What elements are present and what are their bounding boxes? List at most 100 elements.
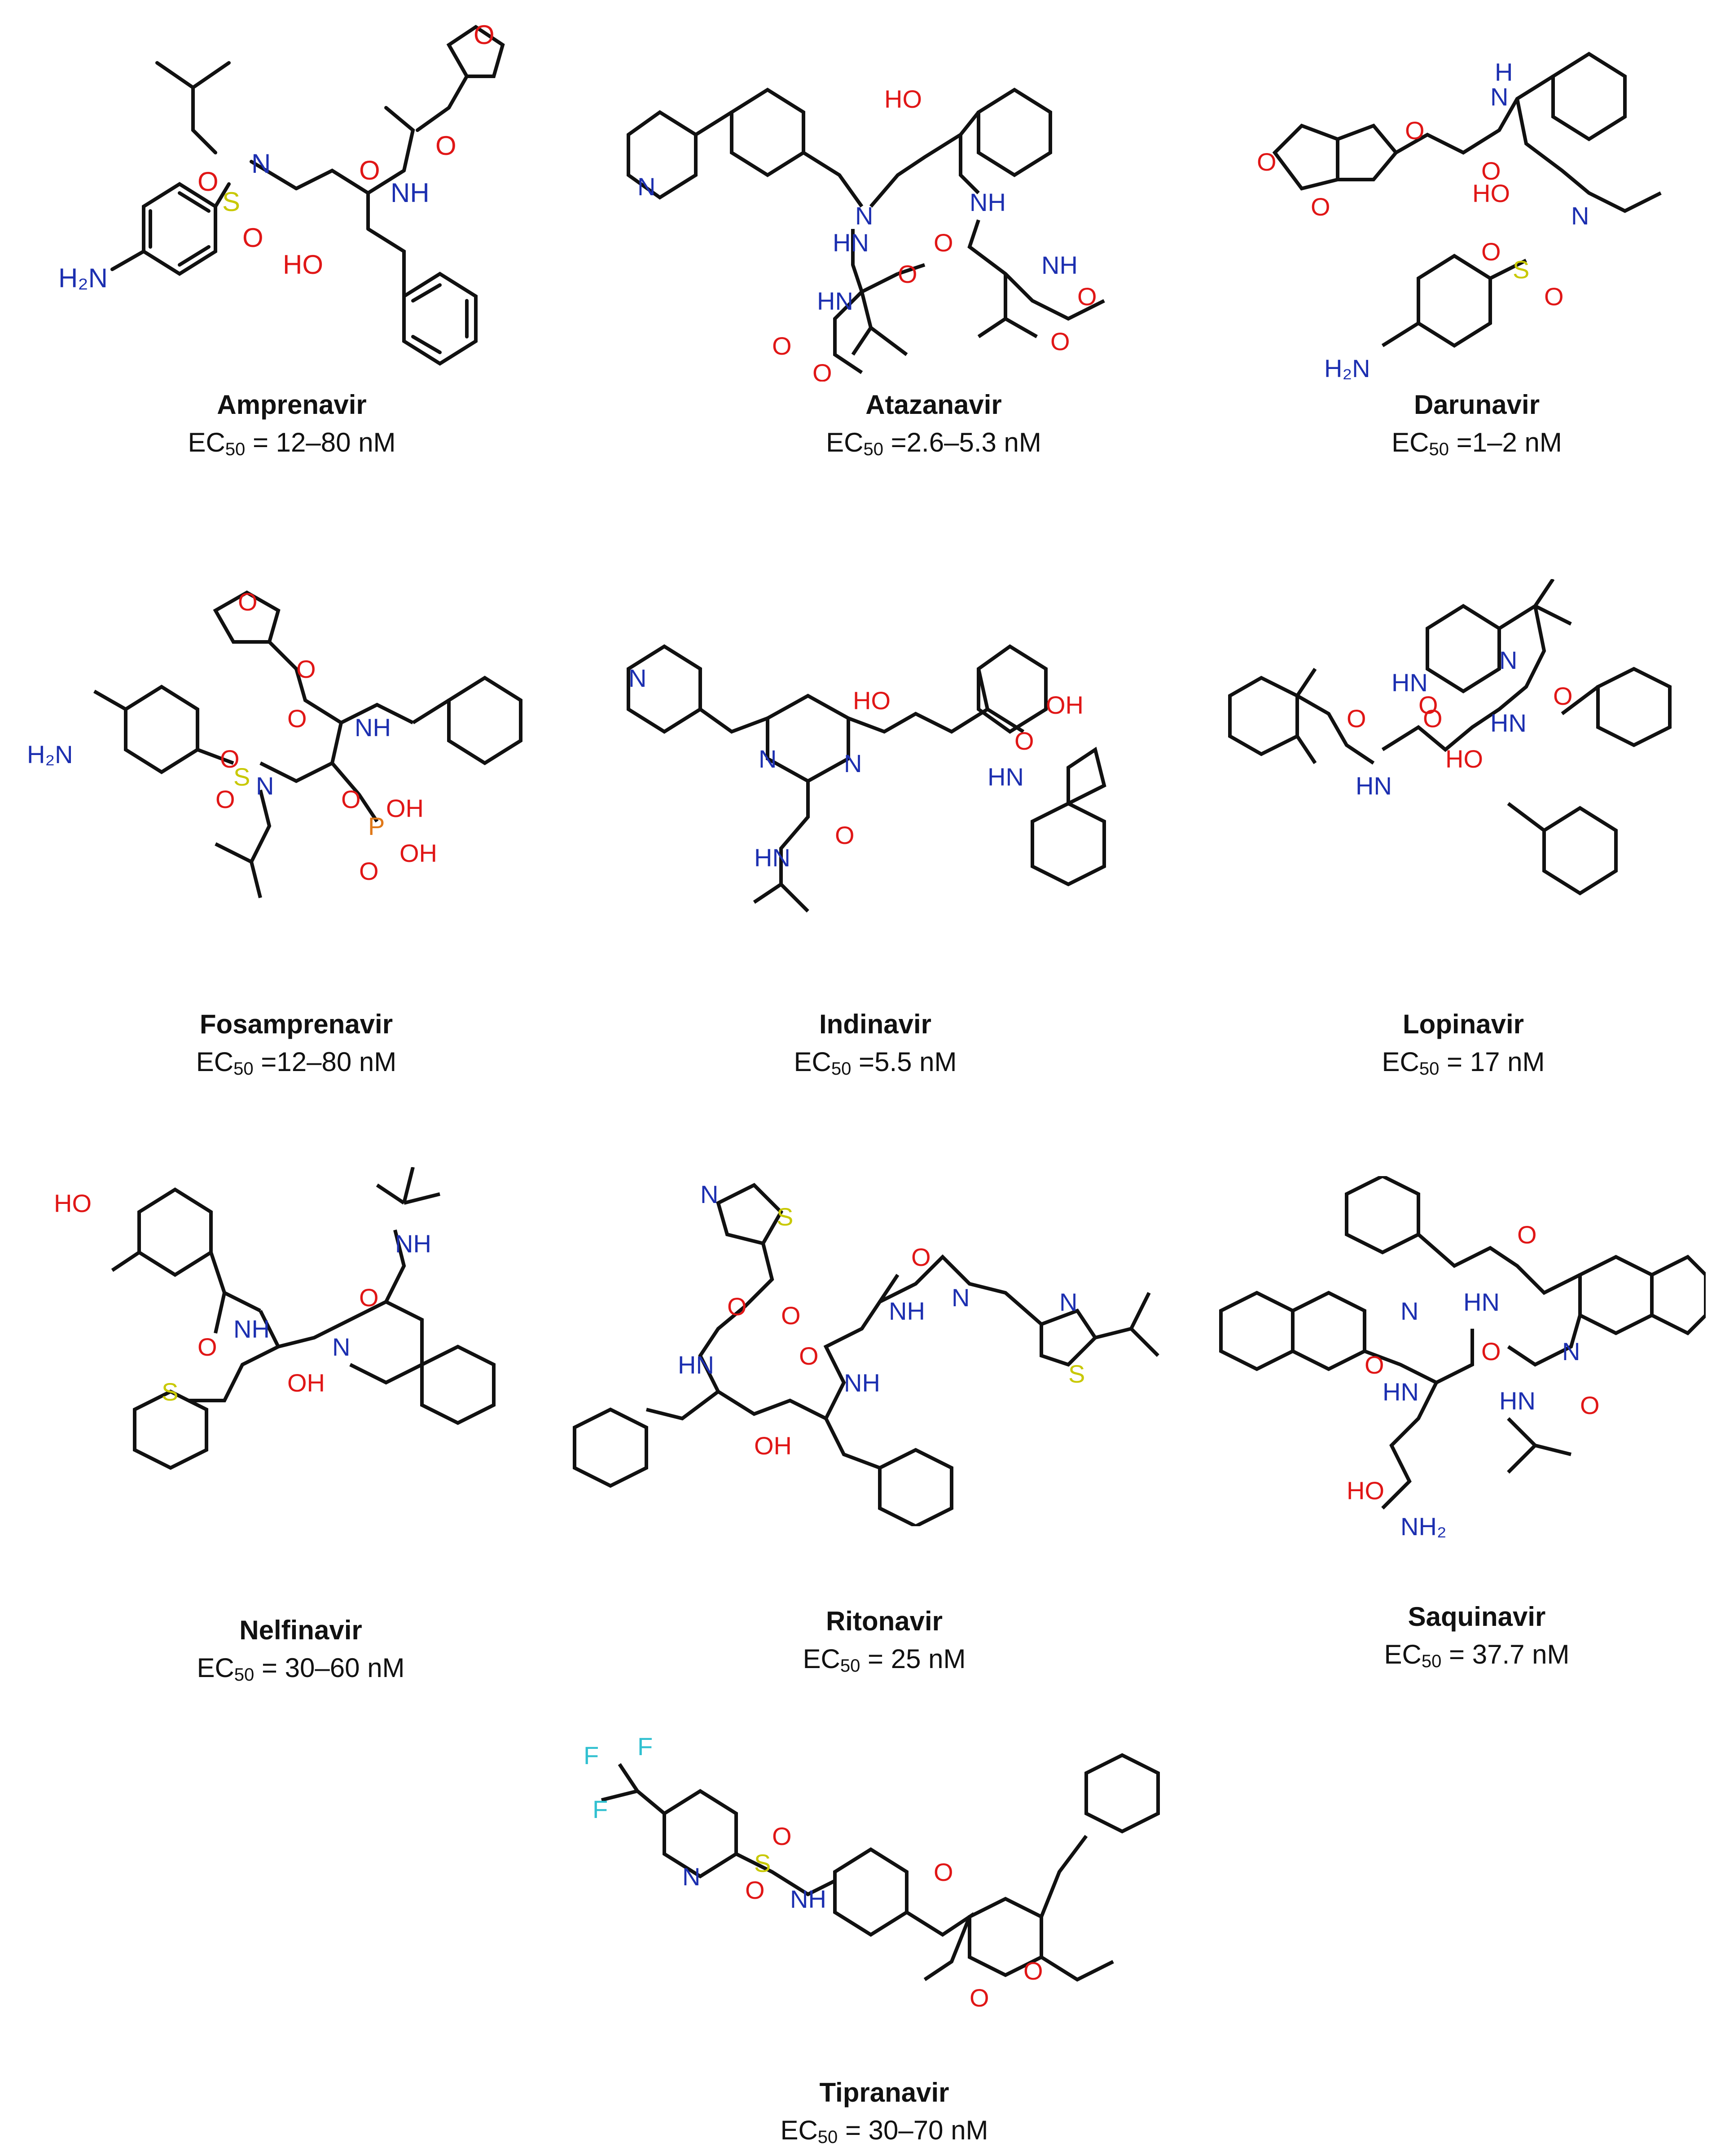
svg-text:O: O (745, 1876, 765, 1904)
svg-text:O: O (1257, 148, 1277, 176)
drug-name: Ritonavir (825, 1606, 943, 1636)
svg-text:P: P (368, 812, 385, 840)
svg-text:HN: HN (1383, 1378, 1419, 1406)
caption-ritonavir: Ritonavir EC50 = 25 nM (660, 1603, 1109, 1685)
drug-name: Atazanavir (865, 390, 1002, 420)
amprenavir-structure: N S O O HO NH O O O H₂N (45, 18, 539, 386)
svg-text:OH: OH (287, 1369, 325, 1397)
svg-text:NH: NH (970, 188, 1006, 216)
svg-text:O: O (1553, 682, 1573, 710)
caption-nelfinavir: Nelfinavir EC50 = 30–60 nM (76, 1612, 525, 1694)
svg-text:O: O (1580, 1391, 1600, 1419)
lopinavir-structure: O O HO HN HN O N HN O (1212, 579, 1706, 938)
ritonavir-structure: N S O O HN O NH O NH N N S OH (566, 1176, 1194, 1526)
svg-text:O: O (1050, 327, 1070, 356)
svg-text:HO: HO (884, 85, 922, 113)
svg-text:O: O (359, 857, 379, 885)
svg-text:O: O (287, 704, 307, 733)
svg-text:N: N (332, 1333, 350, 1361)
caption-tipranavir: Tipranavir EC50 = 30–70 nM (660, 2074, 1109, 2156)
svg-text:NH₂: NH₂ (1400, 1512, 1447, 1541)
svg-text:HN: HN (833, 228, 869, 257)
svg-text:O: O (1077, 282, 1097, 311)
svg-text:O: O (1544, 282, 1564, 311)
svg-text:H₂N: H₂N (58, 263, 108, 293)
svg-text:H₂N: H₂N (27, 740, 73, 768)
ec50-value: EC50 = 37.7 nM (1384, 1639, 1570, 1671)
svg-text:O: O (242, 223, 263, 253)
svg-text:N: N (1562, 1337, 1580, 1366)
svg-text:O: O (341, 785, 361, 813)
svg-text:O: O (359, 1283, 379, 1312)
caption-indinavir: Indinavir EC50 =5.5 nM (651, 1006, 1100, 1088)
svg-text:O: O (474, 20, 495, 50)
ec50-value: EC50 = 17 nM (1382, 1047, 1545, 1079)
tipranavir-structure: F F F N S O O NH O O O (584, 1737, 1167, 2060)
svg-text:O: O (1405, 116, 1425, 145)
svg-text:F: F (593, 1795, 608, 1823)
svg-text:O: O (727, 1292, 747, 1321)
drug-name: Nelfinavir (239, 1615, 362, 1645)
svg-text:O: O (970, 1984, 989, 2012)
svg-text:OH: OH (386, 794, 424, 822)
caption-amprenavir: Amprenavir EC50 = 12–80 nM (67, 386, 516, 468)
svg-text:O: O (835, 821, 855, 849)
svg-text:HN: HN (1490, 709, 1527, 737)
svg-text:N: N (251, 149, 271, 179)
svg-text:NH: NH (395, 1229, 431, 1258)
drug-name: Indinavir (819, 1009, 932, 1039)
ec50-value: EC50 =2.6–5.3 nM (826, 427, 1041, 459)
svg-text:N: N (1400, 1297, 1418, 1325)
svg-text:N: N (759, 745, 777, 773)
svg-text:N: N (256, 772, 274, 800)
svg-text:HO: HO (1347, 1476, 1384, 1505)
darunavir-structure: H N O O HO N S O O O O H₂N (1248, 27, 1697, 386)
svg-text:S: S (162, 1378, 178, 1406)
drug-name: Saquinavir (1408, 1602, 1546, 1632)
svg-text:O: O (1014, 727, 1034, 755)
svg-text:O: O (898, 260, 917, 288)
svg-text:H: H (1495, 58, 1513, 86)
svg-text:O: O (772, 1822, 792, 1850)
svg-text:F: F (637, 1737, 653, 1761)
ec50-value: EC50 = 30–70 nM (780, 2115, 988, 2147)
svg-text:HN: HN (678, 1351, 714, 1379)
svg-text:O: O (238, 588, 258, 616)
svg-text:NH: NH (355, 713, 391, 742)
svg-text:NH: NH (844, 1369, 880, 1397)
svg-text:N: N (628, 664, 646, 692)
svg-text:O: O (1517, 1221, 1537, 1249)
atazanavir-structure: N N HN HO NH O O HN O O NH O O (610, 40, 1149, 382)
svg-text:NH: NH (790, 1885, 826, 1913)
svg-text:N: N (1490, 83, 1508, 111)
svg-text:NH: NH (391, 178, 430, 208)
caption-fosamprenavir: Fosamprenavir EC50 =12–80 nM (72, 1006, 521, 1088)
svg-text:OH: OH (399, 839, 437, 867)
svg-text:S: S (777, 1203, 793, 1231)
ec50-value: EC50 = 25 nM (803, 1644, 966, 1676)
svg-text:O: O (220, 745, 240, 773)
svg-text:O: O (1365, 1351, 1384, 1379)
svg-text:HN: HN (1356, 772, 1392, 800)
svg-text:N: N (682, 1862, 700, 1891)
svg-text:NH: NH (233, 1315, 270, 1343)
svg-text:HN: HN (988, 763, 1024, 791)
caption-saquinavir: Saquinavir EC50 = 37.7 nM (1252, 1598, 1701, 1680)
svg-text:O: O (296, 655, 316, 683)
svg-text:O: O (1311, 193, 1330, 221)
caption-darunavir: Darunavir EC50 =1–2 nM (1252, 386, 1701, 468)
svg-text:OH: OH (1046, 691, 1084, 719)
ec50-value: EC50 =1–2 nM (1391, 427, 1562, 459)
svg-text:HN: HN (754, 843, 790, 872)
svg-text:O: O (198, 167, 219, 197)
svg-text:S: S (1068, 1360, 1085, 1388)
svg-text:O: O (198, 1333, 217, 1361)
svg-text:N: N (952, 1283, 970, 1312)
ec50-value: EC50 = 30–60 nM (197, 1653, 405, 1685)
svg-text:O: O (799, 1342, 819, 1370)
svg-text:O: O (1481, 237, 1501, 266)
svg-text:HO: HO (1472, 179, 1510, 207)
svg-text:N: N (855, 202, 873, 230)
svg-text:O: O (215, 785, 235, 813)
svg-text:HO: HO (283, 250, 323, 280)
